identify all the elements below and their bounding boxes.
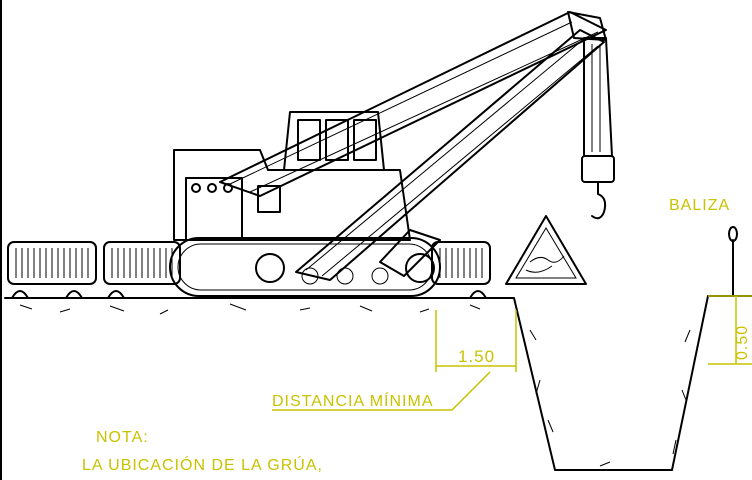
dimension-0-50 — [708, 295, 752, 365]
dimension-1-50 — [435, 310, 517, 372]
beacon-label: BALIZA — [669, 197, 730, 214]
note-line-1: LA UBICACIÓN DE LA GRÚA, — [82, 455, 323, 474]
min-distance-leader — [272, 371, 491, 411]
warning-sign — [505, 215, 587, 285]
dimension-label-1-50: 1.50 — [458, 347, 495, 366]
safety-barrier-left — [7, 241, 97, 299]
min-distance-label: DISTANCIA MÍNIMA — [272, 391, 434, 410]
note-title: NOTA: — [96, 429, 149, 446]
beacon-pole — [728, 226, 738, 297]
dimension-label-0-50: 0.50 — [734, 325, 751, 360]
safety-barrier-middle — [103, 241, 181, 299]
crawler-crane — [169, 11, 615, 297]
